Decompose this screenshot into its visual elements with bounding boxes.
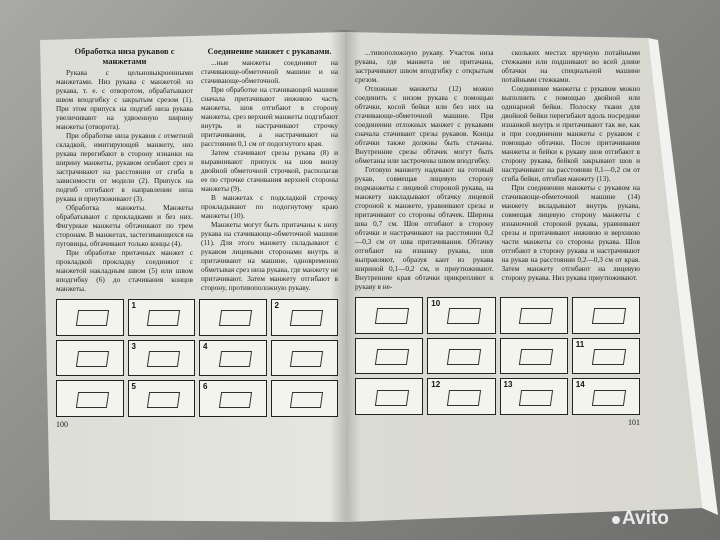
paragraph: ...ные манжеты соединяют на стачивающе-о…: [201, 58, 338, 85]
paragraph: Обработка манжеты. Манжеты обрабатывают …: [56, 203, 193, 248]
figure: [499, 297, 568, 334]
paragraph: При соединении манжеты с рукавом на стач…: [501, 183, 641, 282]
figure: [427, 337, 496, 375]
avito-logo-icon: [612, 516, 620, 524]
left-text-columns: Обработка низа рукавов с манжетами Рукав…: [56, 46, 338, 293]
figure: [355, 297, 424, 334]
figure: 3: [127, 339, 195, 377]
figure: [270, 339, 338, 377]
paragraph: Готовую манжету надевают на готовый рука…: [355, 165, 494, 291]
right-text-columns: ...тивоположную рукаву. Участок низа рук…: [355, 48, 640, 291]
figure: 2: [270, 299, 338, 336]
figure: 4: [199, 339, 267, 377]
figure: 14: [571, 378, 640, 415]
figure: 13: [499, 378, 568, 415]
left-column-2: Соединение манжет с рукавами. ...ные ман…: [201, 46, 338, 292]
book-spine-shadow: [330, 30, 360, 522]
figure: [270, 380, 338, 417]
figure: 10: [427, 297, 496, 334]
paragraph: Рукава с цельновыкроенными манжетами. Ни…: [56, 68, 193, 131]
left-page-content: Обработка низа рукавов с манжетами Рукав…: [56, 46, 338, 429]
figure: [355, 337, 424, 375]
right-figures: 10 11 12 13 14: [355, 297, 640, 415]
paragraph: Отложные манжеты (12) можно соединить с …: [355, 84, 494, 165]
section-heading: Обработка низа рукавов с манжетами: [74, 46, 175, 66]
left-column-1: Обработка низа рукавов с манжетами Рукав…: [56, 46, 193, 293]
paragraph: В манжетах с подкладкой строчку проклады…: [201, 193, 338, 220]
paragraph: ...тивоположную рукаву. Участок низа рук…: [355, 48, 494, 84]
figure: 5: [127, 380, 195, 417]
paragraph: При обработке притачных манжет с проклад…: [56, 248, 193, 293]
paragraph: Соединение манжеты с рукавом можно выпол…: [501, 84, 641, 183]
paragraph: Манжеты могут быть притачаны к низу рука…: [201, 220, 338, 292]
figure: [499, 337, 568, 375]
right-page-content: ...тивоположную рукаву. Участок низа рук…: [355, 48, 640, 427]
paragraph: При обработке на стачивающей машине снач…: [201, 85, 338, 148]
left-figures: 1 2 3 4 5 6: [56, 299, 338, 417]
page-number-right: 101: [628, 418, 640, 427]
avito-watermark: Avito: [612, 508, 669, 530]
figure: [56, 339, 124, 377]
figure: [56, 380, 124, 417]
figure: 6: [199, 380, 267, 417]
figure: 12: [427, 378, 496, 415]
figure: [571, 297, 640, 334]
section-heading: Соединение манжет с рукавами.: [207, 46, 332, 56]
right-column-1: ...тивоположную рукаву. Участок низа рук…: [355, 48, 494, 291]
page-number-left: 100: [56, 420, 68, 429]
paragraph: При обработке низа рукавов с отметной ск…: [56, 131, 193, 203]
figure: [199, 299, 267, 336]
paragraph: скольких местах вручную потайными стежка…: [501, 48, 641, 84]
figure: [355, 378, 424, 415]
figure: 1: [127, 299, 195, 336]
paragraph: Затем стачивают срезы рукава (8) и вырав…: [201, 148, 338, 193]
figure: [56, 299, 124, 336]
right-column-2: скольких местах вручную потайными стежка…: [502, 48, 641, 282]
figure: 11: [571, 337, 640, 375]
